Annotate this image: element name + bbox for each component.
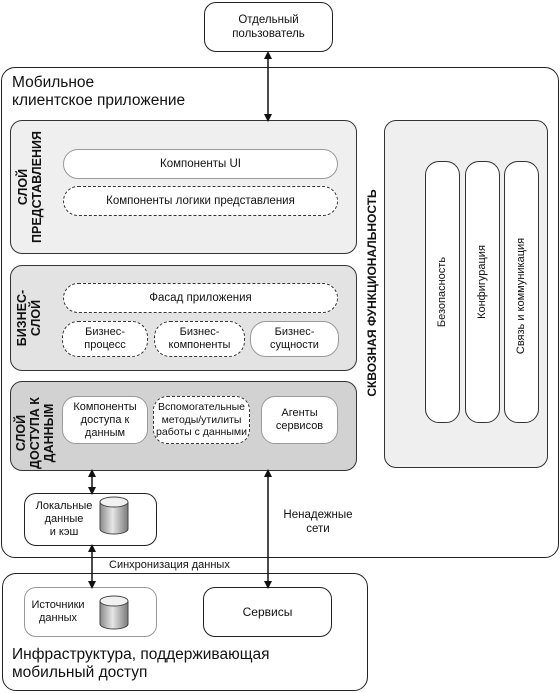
individual-user-box: Отдельный пользователь xyxy=(204,2,333,52)
local-data-box xyxy=(24,493,157,546)
presentation-logic-box: Компоненты логики представления xyxy=(63,186,338,216)
business-components-box: Бизнес-компоненты xyxy=(154,321,245,357)
communication-column xyxy=(504,161,539,423)
data-sync-label: Синхронизация данных xyxy=(109,559,230,571)
database-icon xyxy=(99,496,129,535)
business-workflows-box: Бизнес-процесс xyxy=(62,321,148,357)
ui-components-box: Компоненты UI xyxy=(63,149,338,179)
security-column xyxy=(425,161,460,423)
mobile-app-title: Мобильное клиентское приложение xyxy=(12,74,186,109)
individual-user-label: Отдельный пользователь xyxy=(232,14,305,40)
database-icon xyxy=(99,595,129,630)
infrastructure-title: Инфраструктура, поддерживающая мобильный… xyxy=(12,646,270,681)
app-facade-box: Фасад приложения xyxy=(63,283,338,313)
configuration-column xyxy=(465,161,500,423)
services-label: Сервисы xyxy=(242,605,293,619)
business-entities-box: Бизнес-сущности xyxy=(250,321,339,357)
